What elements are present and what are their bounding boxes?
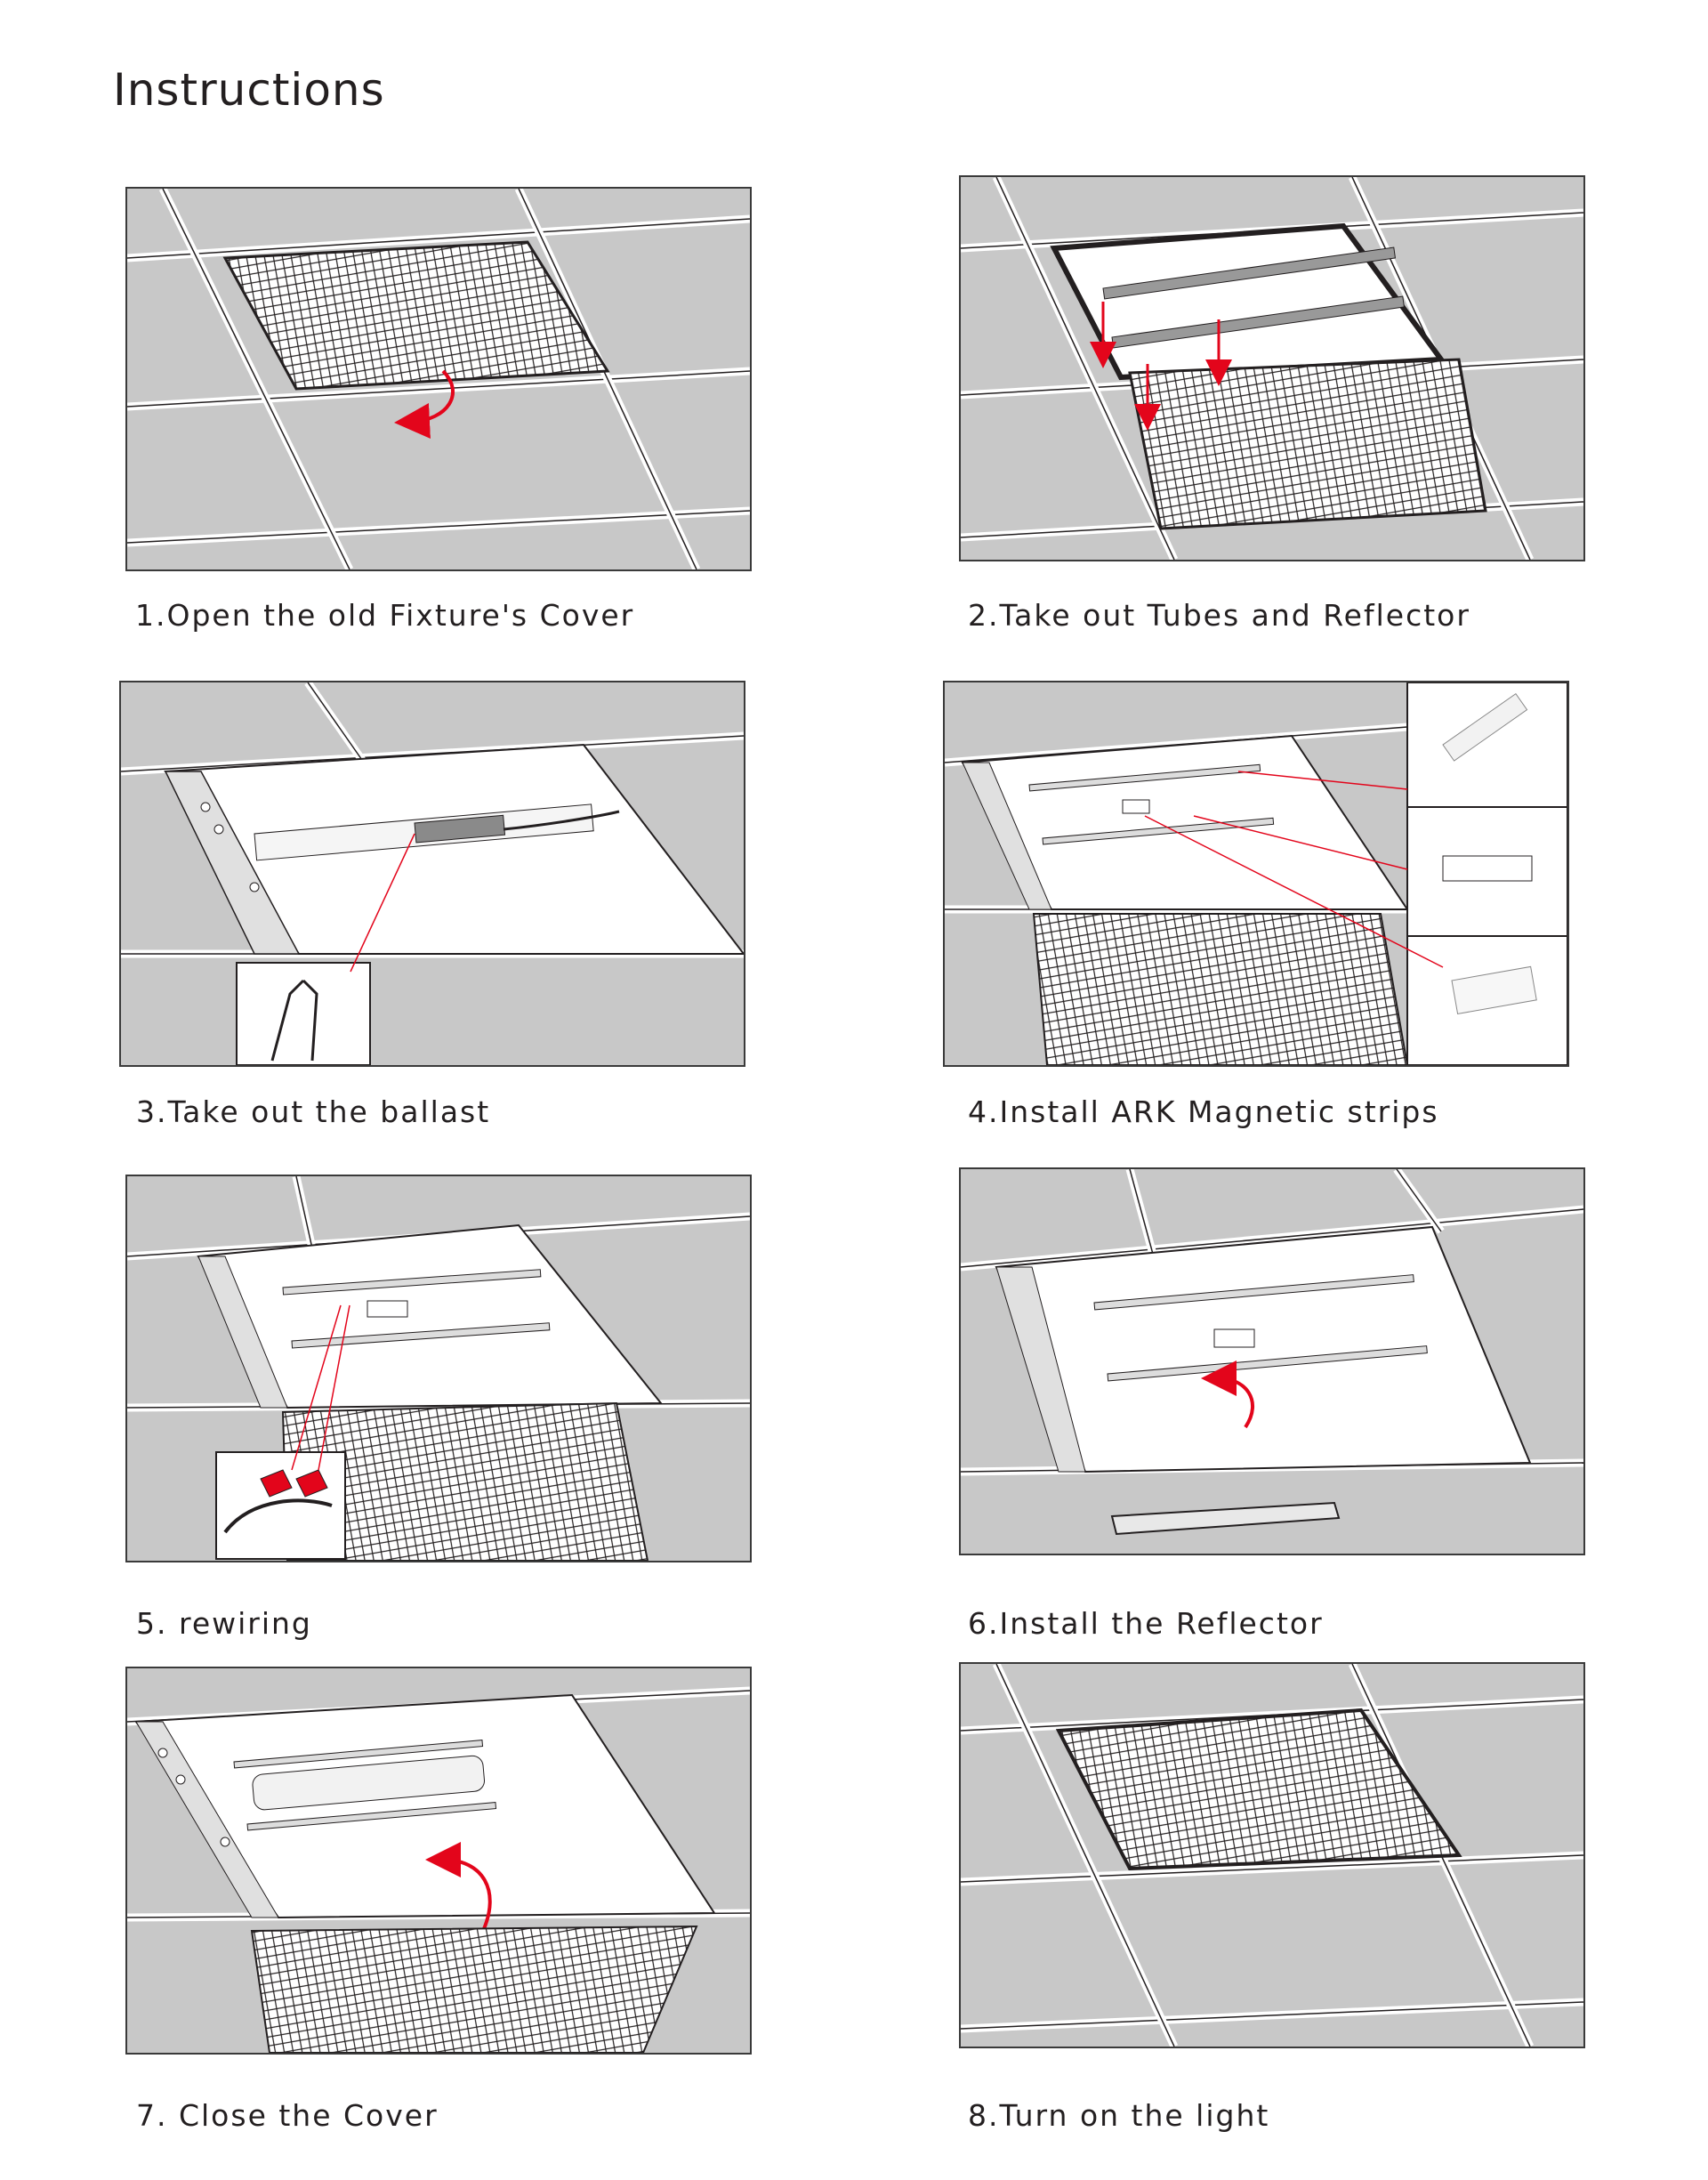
page-title: Instructions xyxy=(113,64,385,116)
step-2-caption: 2.Take out Tubes and Reflector xyxy=(968,598,1470,633)
step-4-caption: 4.Install ARK Magnetic strips xyxy=(968,1094,1439,1129)
step-6-illustration xyxy=(959,1167,1585,1555)
step-8-illustration xyxy=(959,1662,1585,2048)
step-6-caption: 6.Install the Reflector xyxy=(968,1606,1324,1641)
step-4-illustration xyxy=(943,681,1569,1067)
step-3-illustration xyxy=(119,681,745,1067)
step-7-caption: 7. Close the Cover xyxy=(136,2098,439,2133)
step-2-illustration xyxy=(959,175,1585,561)
step-8-caption: 8.Turn on the light xyxy=(968,2098,1270,2133)
step-3-caption: 3.Take out the ballast xyxy=(136,1094,491,1129)
step-7-illustration xyxy=(125,1667,752,2055)
step-1-caption: 1.Open the old Fixture's Cover xyxy=(135,598,635,633)
step-5-caption: 5. rewiring xyxy=(136,1606,312,1641)
step-5-illustration xyxy=(125,1175,752,1562)
step-1-illustration xyxy=(125,187,752,571)
